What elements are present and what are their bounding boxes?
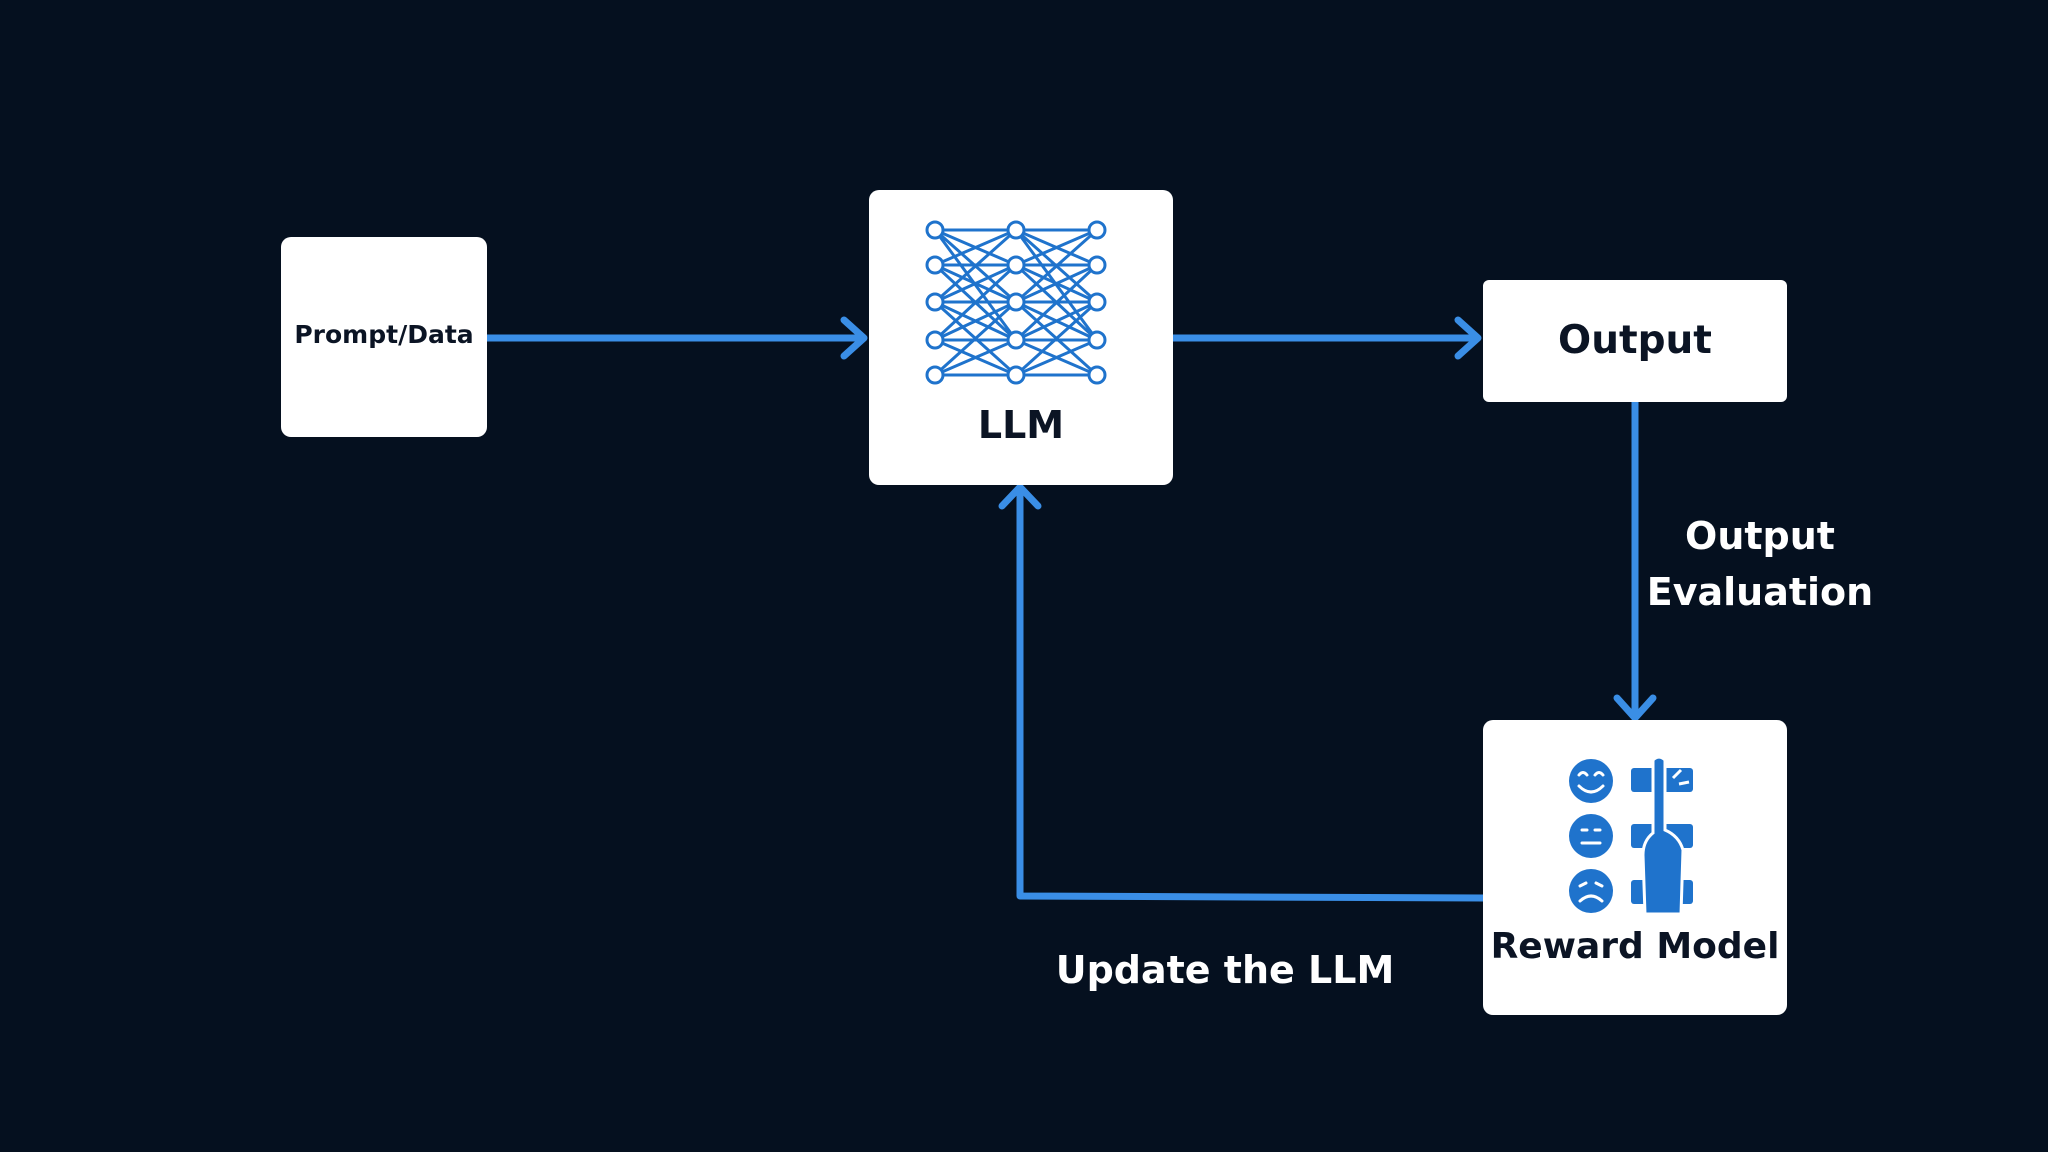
neural-network-icon [925,220,1107,385]
arrow-reward-to-llm [998,483,1487,902]
reward-model-label: Reward Model [1490,926,1780,967]
arrow-prompt-to-llm [483,316,868,360]
output-evaluation-caption: Output Evaluation [1620,508,1900,620]
happy-face-icon [1569,759,1613,803]
llm-label: LLM [977,403,1065,447]
neutral-face-icon [1569,814,1613,858]
prompt-data-label: Prompt/Data [294,320,474,349]
llm-box: LLM [869,190,1173,485]
output-label: Output [1558,318,1712,363]
output-evaluation-line2: Evaluation [1646,570,1874,614]
prompt-data-box: Prompt/Data [281,237,487,437]
rating-feedback-icon [1569,755,1693,916]
update-llm-caption: Update the LLM [1055,948,1395,992]
arrow-llm-to-output [1169,316,1482,360]
pointing-hand-icon [1631,755,1693,916]
reward-model-box: Reward Model [1483,720,1787,1015]
sad-face-icon [1569,869,1613,913]
output-evaluation-line1: Output [1685,514,1835,558]
output-box: Output [1483,280,1787,402]
arrow-output-to-reward [1613,398,1657,722]
